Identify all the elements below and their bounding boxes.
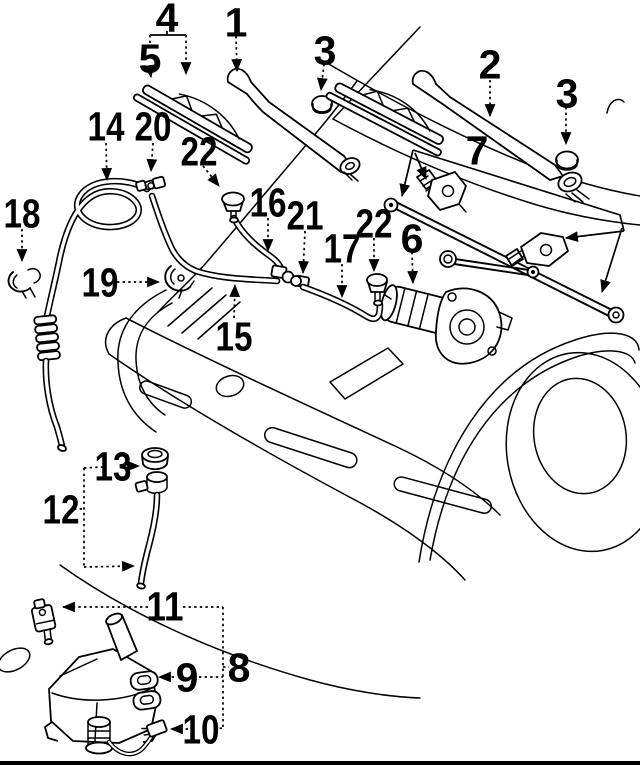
hood-left-edge-line xyxy=(157,80,358,313)
tank-mount-bosses xyxy=(129,670,162,711)
valance-bottom-edge xyxy=(59,564,421,699)
bracket-4 xyxy=(150,31,186,36)
callout-16: 16 xyxy=(250,180,287,226)
filler-cap-13 xyxy=(141,447,169,471)
leader-1 xyxy=(231,35,243,73)
callout-19: 19 xyxy=(82,260,119,306)
bracket-7 xyxy=(399,149,625,294)
nozzle-hose-left-16 xyxy=(230,214,286,276)
callout-20: 20 xyxy=(135,104,172,150)
washer-hose-loop-14 xyxy=(33,177,151,452)
bumper-slot-lower xyxy=(393,476,493,514)
bottom-border-bar xyxy=(0,761,640,765)
callout-10: 10 xyxy=(183,707,220,753)
callout-6: 6 xyxy=(401,216,424,262)
hose-joint-20 xyxy=(135,175,166,192)
callout-4: 4 xyxy=(156,0,179,41)
filler-neck-tube-12 xyxy=(134,471,168,590)
wiper-pivot-right xyxy=(505,232,569,267)
tee-connector-21 xyxy=(270,264,310,289)
washer-supply-hose-15 xyxy=(148,192,281,285)
cowl-corner-arc xyxy=(606,98,625,114)
callout-21: 21 xyxy=(287,193,324,239)
headlamp-corner-outer xyxy=(117,289,167,433)
washer-nozzle-left xyxy=(221,191,245,224)
hose-clip-18 xyxy=(7,267,41,299)
bracket-12 xyxy=(74,466,136,572)
bracket-8 xyxy=(222,607,229,727)
leader-3a xyxy=(316,63,328,92)
callout-22a: 22 xyxy=(181,129,218,175)
leader-22a xyxy=(202,165,220,187)
wiper-arm-right xyxy=(411,70,590,203)
cowl-edge-line xyxy=(332,118,640,226)
callout-14: 14 xyxy=(88,104,125,150)
pump-grommet-wire-10 xyxy=(85,716,168,757)
engine-bay-tray xyxy=(329,347,404,400)
callout-13: 13 xyxy=(95,444,132,490)
wiper-linkage-rod-long xyxy=(383,197,625,324)
callout-1: 1 xyxy=(225,0,248,46)
cap-nut-left xyxy=(311,95,333,114)
washer-pump-11 xyxy=(30,598,57,646)
callout-12: 12 xyxy=(43,487,80,533)
nozzle-hose-right-17 xyxy=(299,283,384,323)
wiper-linkage-rod-short xyxy=(439,250,540,279)
callout-2: 2 xyxy=(479,42,502,88)
callout-3b: 3 xyxy=(556,71,579,117)
leader-20 xyxy=(146,142,158,173)
car-body-outline xyxy=(0,26,640,699)
wiper-blade-right xyxy=(325,82,444,157)
callout-7: 7 xyxy=(466,128,489,174)
wheel-rim-outline xyxy=(532,377,628,495)
bumper-lower-edge xyxy=(108,353,466,581)
leader-10-bracket xyxy=(213,727,224,730)
hose-corrugated-section xyxy=(33,314,61,362)
wheel-arch-outer xyxy=(418,332,640,563)
leader-5 xyxy=(143,64,155,79)
hood-hatch-lines xyxy=(167,287,241,340)
bumper-corner-oval xyxy=(0,647,31,673)
bumper-top-edge xyxy=(125,317,501,516)
bumper-slot-left xyxy=(138,380,193,409)
wiper-blade-left xyxy=(132,84,253,165)
callout-17: 17 xyxy=(324,226,361,272)
callout-11: 11 xyxy=(147,584,184,630)
callout-22b: 22 xyxy=(356,201,393,247)
callout-15: 15 xyxy=(216,314,253,360)
leader-lines xyxy=(16,31,625,735)
tire-outline xyxy=(505,351,640,553)
bumper-slot-center xyxy=(264,426,358,469)
callout-3a: 3 xyxy=(314,28,337,74)
callout-8: 8 xyxy=(228,645,251,691)
leader-21 xyxy=(298,230,309,275)
wheel-arch-inner xyxy=(429,350,636,561)
hose-clamp-19 xyxy=(164,265,195,299)
cap-nut-right xyxy=(555,150,579,171)
leader-14 xyxy=(101,142,113,182)
wiper-motor xyxy=(379,284,513,365)
callout-5: 5 xyxy=(139,36,162,82)
headlamp-corner-inner xyxy=(135,302,173,416)
washer-nozzle-right xyxy=(366,273,392,307)
callout-18: 18 xyxy=(4,191,41,237)
bumper-left-end xyxy=(104,317,127,355)
callout-9: 9 xyxy=(176,655,199,701)
brand-badge-oval xyxy=(215,374,245,398)
